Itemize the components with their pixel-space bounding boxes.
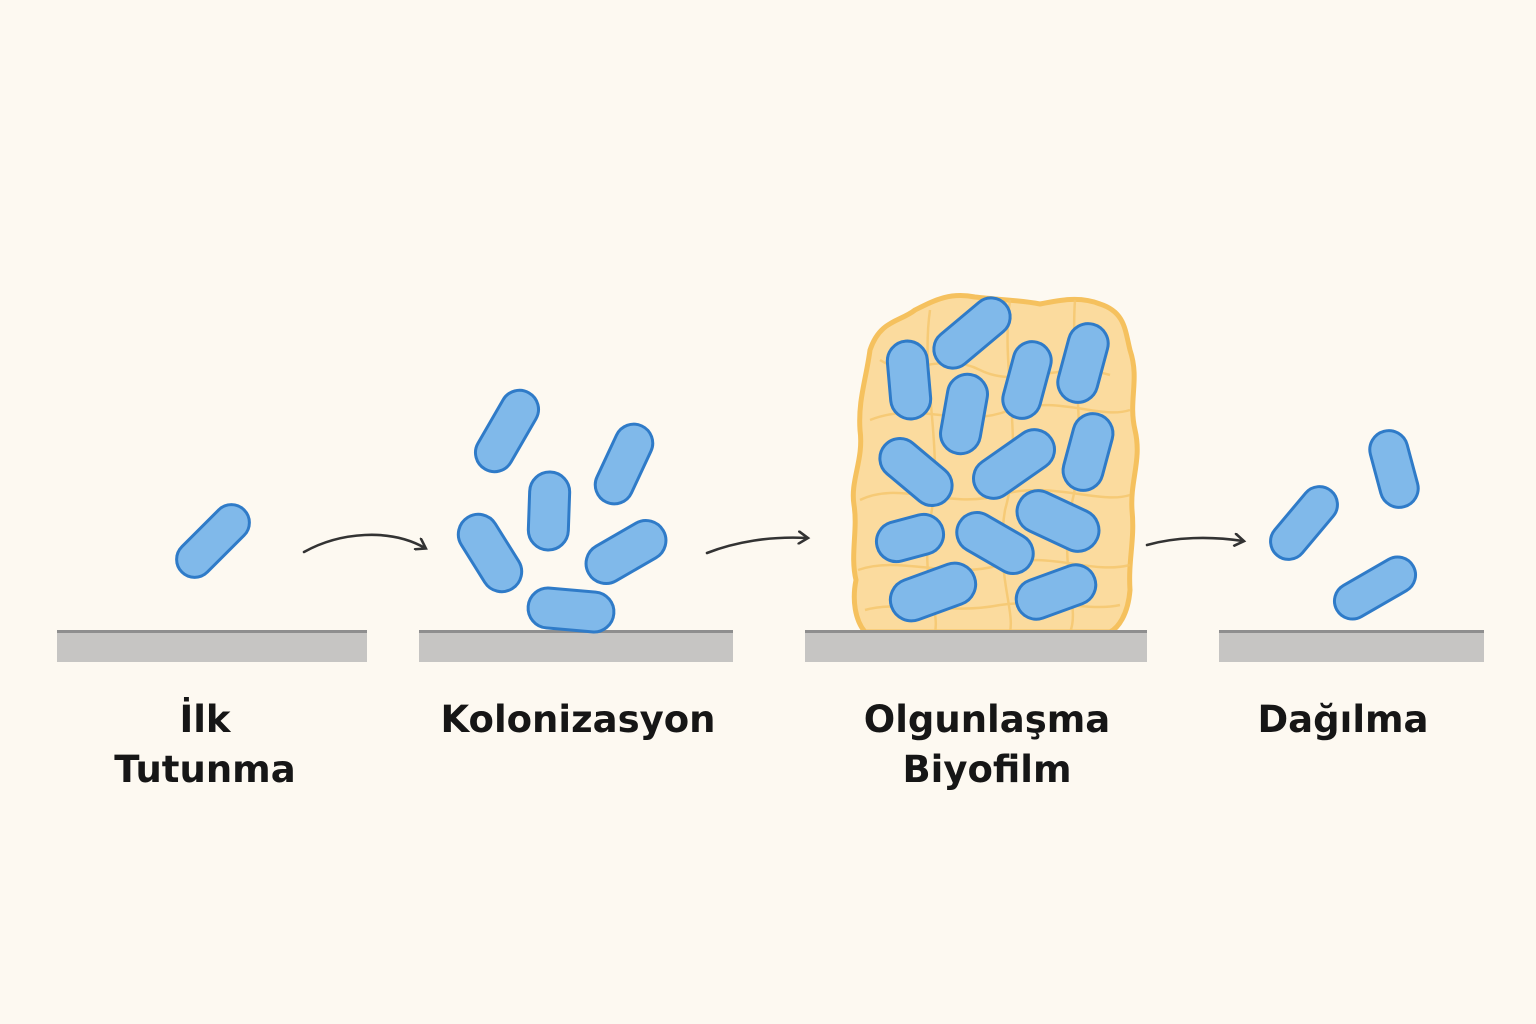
bacterium-icon bbox=[1001, 340, 1053, 420]
surface-3 bbox=[805, 630, 1147, 662]
bacterium-icon bbox=[888, 561, 978, 623]
bacteria bbox=[175, 296, 1420, 634]
bacterium-icon bbox=[456, 512, 524, 594]
stage-4-line1: Dağılma bbox=[1257, 698, 1429, 741]
bacterium-icon bbox=[1332, 555, 1418, 621]
bacterium-icon bbox=[526, 470, 572, 552]
surface-2 bbox=[419, 630, 733, 662]
stage-label-maturation: Olgunlaşma Biyofilm bbox=[864, 695, 1111, 795]
arrow-2-icon bbox=[705, 538, 807, 555]
bacterium-icon bbox=[1061, 412, 1115, 492]
arrow-3-icon bbox=[1145, 538, 1243, 545]
stage-1-line1: İlk bbox=[179, 698, 231, 741]
bacterium-icon bbox=[955, 511, 1035, 575]
surface-1 bbox=[57, 630, 367, 662]
bacterium-icon bbox=[1269, 485, 1339, 561]
bacterium-icon bbox=[878, 437, 954, 507]
bacterium-icon bbox=[939, 372, 989, 456]
bacterium-icon bbox=[1368, 429, 1420, 509]
bacterium-icon bbox=[526, 586, 616, 634]
bacterium-icon bbox=[885, 339, 933, 421]
stage-3-line2: Biyofilm bbox=[902, 748, 1072, 791]
bacterium-icon bbox=[1014, 563, 1098, 621]
stage-label-colonization: Kolonizasyon bbox=[441, 695, 716, 745]
bacterium-icon bbox=[874, 512, 946, 564]
surfaces bbox=[57, 630, 1484, 662]
stage-label-dispersal: Dağılma bbox=[1257, 695, 1428, 745]
stage-label-initial-attachment: İlk Tutunma bbox=[114, 695, 295, 795]
bacterium-icon bbox=[1056, 322, 1110, 404]
arrows bbox=[302, 533, 1243, 555]
surface-4 bbox=[1219, 630, 1484, 662]
stage-2-line1: Kolonizasyon bbox=[440, 698, 716, 741]
bacterium-icon bbox=[1015, 489, 1101, 553]
bacterium-icon bbox=[584, 519, 668, 585]
bacterium-icon bbox=[593, 422, 655, 506]
bacterium-icon bbox=[474, 388, 540, 474]
arrow-1-icon bbox=[302, 533, 425, 554]
bacterium-icon bbox=[175, 503, 251, 579]
stage-3-line1: Olgunlaşma bbox=[863, 698, 1111, 741]
bacterium-icon bbox=[932, 296, 1012, 370]
stage-1-line2: Tutunma bbox=[114, 748, 296, 791]
bacterium-icon bbox=[972, 428, 1056, 500]
